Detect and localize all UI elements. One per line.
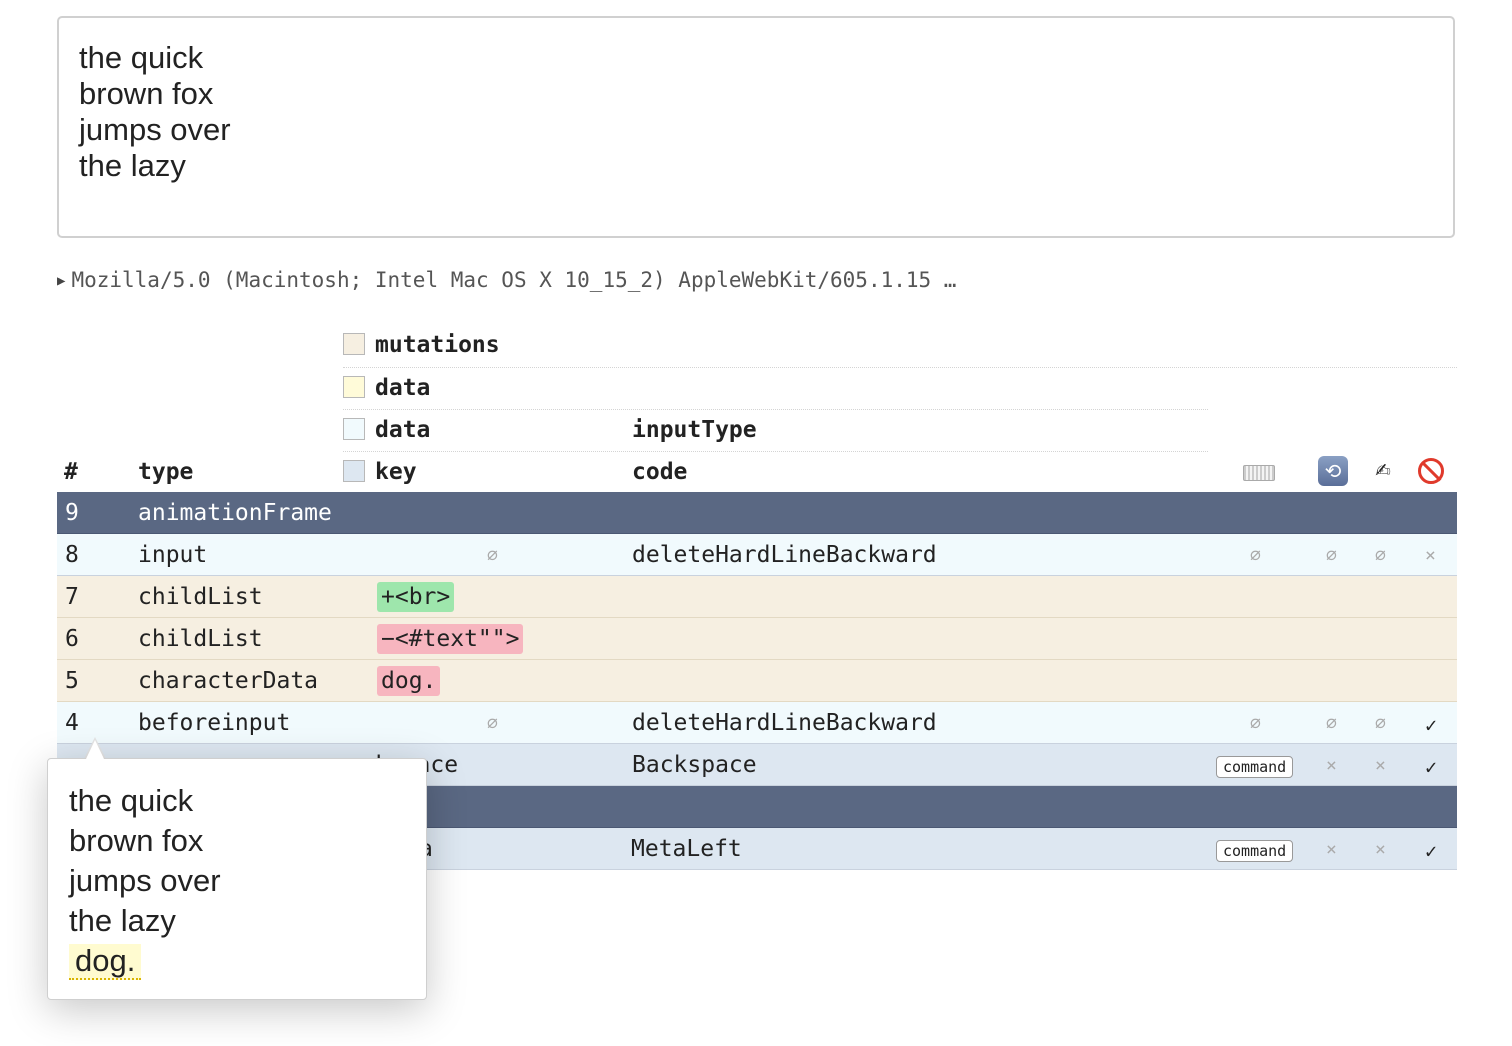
user-agent-text: Mozilla/5.0 (Macintosh; Intel Mac OS X 1… (71, 268, 957, 292)
table-row[interactable]: 4 beforeinput ∅ deleteHardLineBackward ∅… (57, 702, 1457, 744)
table-row[interactable]: 8 input ∅ deleteHardLineBackward ∅ ∅ ∅ × (57, 534, 1457, 576)
null-icon: ∅ (1375, 545, 1386, 566)
row-number: 8 (65, 542, 79, 568)
contenteditable-editor[interactable]: the quick brown fox jumps over the lazy (57, 16, 1455, 238)
cross-icon: × (1326, 839, 1337, 860)
input-type-header: inputType (632, 417, 757, 443)
input-type-value: deleteHardLineBackward (632, 710, 937, 736)
null-data-icon: ∅ (487, 545, 498, 566)
legend-label: data (375, 417, 431, 443)
removed-node-badge: −<#text""> (377, 624, 524, 654)
row-number: 4 (65, 710, 79, 736)
keyboard-icon (1243, 465, 1275, 481)
editor-line: the lazy (79, 148, 186, 183)
null-icon: ∅ (1250, 545, 1261, 566)
event-type: characterData (138, 668, 319, 694)
checkmark-icon: ✓ (1425, 839, 1438, 863)
cross-icon: × (1326, 755, 1337, 776)
null-icon: ∅ (1375, 713, 1386, 734)
table-row[interactable]: 9 animationFrame (57, 492, 1457, 534)
event-type: input (138, 542, 208, 568)
popup-line: the quick (69, 783, 194, 818)
prohibited-icon (1418, 458, 1444, 484)
row-number: 5 (65, 668, 79, 694)
legend-label: mutations (375, 332, 500, 358)
popup-line: the lazy (69, 903, 176, 938)
key-swatch (343, 460, 365, 482)
legend-data-b: data (343, 417, 430, 443)
row-number: 6 (65, 626, 79, 652)
cross-icon: × (1375, 839, 1386, 860)
table-row[interactable]: 6 childList −<#text""> (57, 618, 1457, 660)
row-number: 7 (65, 584, 79, 610)
input-type-value: deleteHardLineBackward (632, 542, 937, 568)
mutations-swatch (343, 333, 365, 355)
row-number: 9 (65, 500, 79, 526)
event-type: animationFrame (138, 500, 332, 526)
cross-icon: × (1425, 545, 1436, 566)
table-row[interactable]: 7 childList +<br> (57, 576, 1457, 618)
legend-label: data (375, 375, 431, 401)
divider (343, 367, 1457, 368)
divider (343, 451, 1208, 452)
data-swatch (343, 376, 365, 398)
event-type: childList (138, 584, 263, 610)
event-type: childList (138, 626, 263, 652)
column-header-num: # (64, 459, 78, 485)
event-type: beforeinput (138, 710, 291, 736)
added-node-badge: +<br> (377, 582, 455, 612)
popup-line: jumps over (69, 863, 221, 898)
editor-line: jumps over (79, 112, 231, 147)
legend-key: key (343, 459, 417, 485)
column-header-type: type (138, 459, 194, 485)
legend-label: key (375, 459, 417, 485)
removed-text-badge: dog. (377, 666, 441, 696)
null-icon: ∅ (1326, 713, 1337, 734)
editor-line: the quick (79, 40, 204, 75)
legend-data-a: data (343, 375, 430, 401)
null-data-icon: ∅ (487, 713, 498, 734)
null-icon: ∅ (1326, 545, 1337, 566)
table-row[interactable]: 5 characterData dog. (57, 660, 1457, 702)
disclosure-triangle-icon[interactable]: ▶ (57, 273, 66, 289)
column-header-code: code (632, 459, 688, 485)
checkmark-icon: ✓ (1425, 755, 1438, 779)
checkmark-icon: ✓ (1425, 713, 1438, 737)
code-value: MetaLeft (631, 836, 742, 862)
modifier-badge: command (1216, 840, 1294, 862)
popup-line: brown fox (69, 823, 204, 858)
popup-arrow-fill (86, 740, 104, 759)
null-icon: ∅ (1250, 713, 1261, 734)
writing-hand-icon: ✍ (1375, 454, 1391, 484)
divider (343, 409, 1208, 410)
legend-mutations: mutations (343, 332, 500, 358)
data-swatch (343, 418, 365, 440)
repeat-icon: ⟲ (1318, 456, 1348, 486)
user-agent-disclosure[interactable]: ▶ Mozilla/5.0 (Macintosh; Intel Mac OS X … (57, 268, 956, 292)
cross-icon: × (1375, 755, 1386, 776)
editor-line: brown fox (79, 76, 214, 111)
highlighted-text: dog. (69, 944, 142, 980)
code-value: Backspace (632, 752, 757, 778)
modifier-badge: command (1216, 756, 1294, 778)
dom-snapshot-popup: the quick brown fox jumps over the lazy … (47, 758, 427, 1000)
